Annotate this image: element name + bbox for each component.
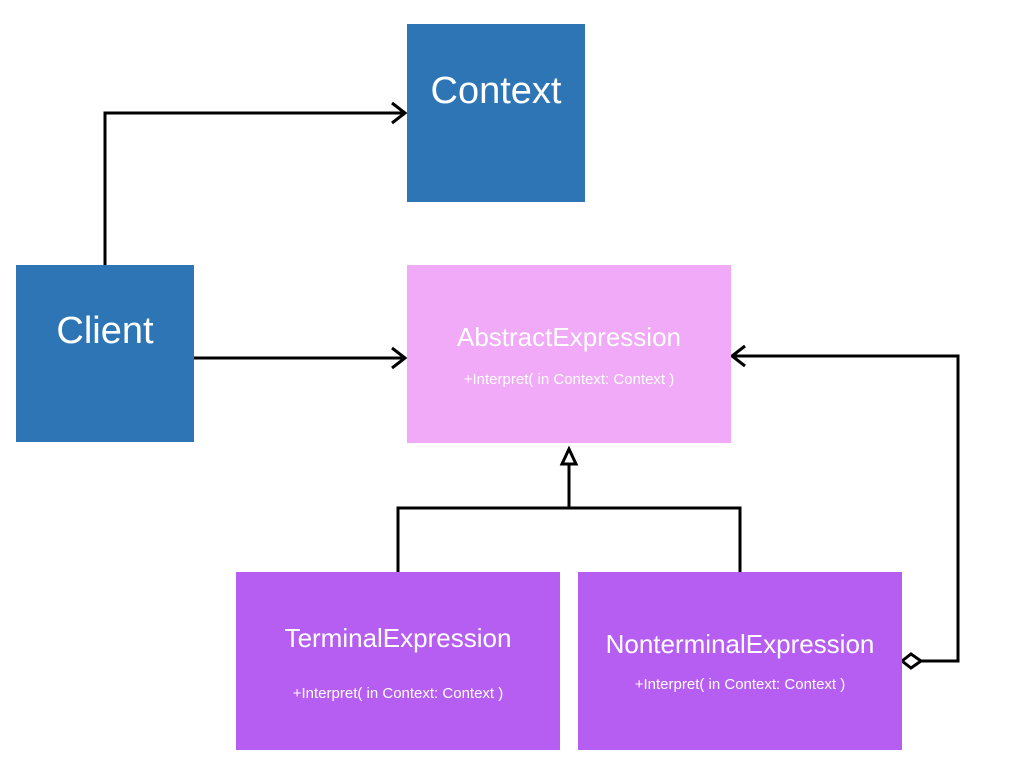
- client-to-context-line: [103, 111, 405, 265]
- abstract-expression-node: AbstractExpression +Interpret( in Contex…: [407, 265, 731, 443]
- context-node: Context: [407, 24, 585, 202]
- aggregation-diamond: [899, 652, 924, 670]
- client-title: Client: [56, 310, 154, 352]
- terminal-expression-title: TerminalExpression: [284, 623, 512, 653]
- nonterminal-expression-node: NonterminalExpression +Interpret( in Con…: [578, 572, 902, 750]
- abstract-expression-operation: +Interpret( in Context: Context ): [463, 371, 675, 388]
- terminal-expression-node: TerminalExpression +Interpret( in Contex…: [236, 572, 560, 750]
- nonterminal-expression-title: NonterminalExpression: [605, 629, 875, 659]
- aggregation-line: [732, 354, 960, 663]
- nonterminal-expression-operation: +Interpret( in Context: Context ): [634, 676, 846, 693]
- context-title: Context: [430, 69, 562, 112]
- generalization-arrowhead: [559, 445, 579, 466]
- client-to-abstract-arrowhead: [391, 346, 408, 370]
- aggregation-arrowhead: [729, 344, 746, 368]
- terminal-expression-operation: +Interpret( in Context: Context ): [292, 685, 504, 702]
- abstract-expression-title: AbstractExpression: [457, 322, 681, 352]
- client-node: Client: [16, 265, 194, 442]
- generalization-branch-line: [396, 506, 742, 572]
- client-to-context-arrowhead: [391, 101, 408, 125]
